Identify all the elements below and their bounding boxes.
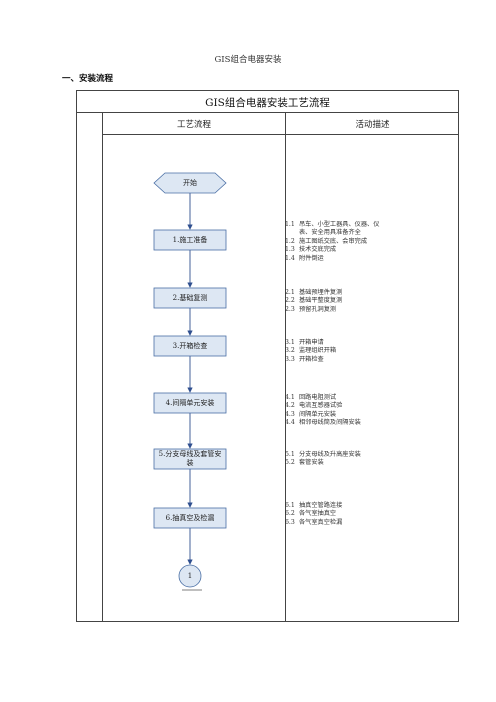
activity-item-number: 2.3 — [285, 305, 295, 313]
process-step-label: 3.开箱检查 — [172, 341, 208, 350]
activity-item: 1.2 施工图纸交底、会审完成 — [285, 238, 379, 246]
activity-item: 1.1 吊车、小型工器具、仪器、仪 — [285, 221, 379, 229]
process-step-box — [153, 335, 227, 357]
process-step-label: 2.基础复测 — [172, 293, 208, 302]
process-table: GIS组合电器安装工艺流程 工艺流程 活动描述 — [76, 90, 459, 622]
start-label: 开始 — [183, 178, 197, 187]
header-divider — [103, 134, 458, 135]
activity-item: 6.1 抽真空管路连接 — [285, 502, 342, 510]
document-title: GIS组合电器安装 — [214, 55, 282, 65]
activity-item-text: 技术交底完成 — [299, 246, 337, 254]
activity-item-text: 各气室抽真空 — [299, 510, 337, 518]
activity-item-text: 基础平整度复测 — [299, 297, 343, 305]
activity-item-text: 基础预埋件复测 — [299, 289, 343, 296]
activity-item: 2.1 基础预埋件复测 — [285, 289, 342, 297]
activity-group: 2.1 基础预埋件复测 2.2 基础平整度复测 2.3 预留孔洞复测 — [285, 289, 342, 314]
activity-item: 6.2 各气室抽真空 — [285, 510, 342, 518]
process-step-label: 6.抽真空及检漏 — [165, 513, 215, 522]
activity-item-text: 套管安装 — [299, 459, 324, 467]
activity-item-text: 回路电阻测试 — [299, 394, 337, 401]
activity-item: 1.4 附件倒运 — [285, 255, 379, 263]
activity-item-number: 1.2 — [285, 237, 295, 245]
activity-item: 5.1 分支母线及升高座安装 — [285, 451, 361, 459]
activity-item: 4.3 间隔单元安装 — [285, 411, 361, 419]
left-strip-column — [77, 113, 103, 621]
activity-item: 4.4 相邻母线筒及间隔安装 — [285, 419, 361, 427]
activity-item-number: 3.3 — [285, 355, 295, 363]
activity-item-text: 电流互感器试验 — [299, 402, 343, 410]
activity-item: 5.2 套管安装 — [285, 459, 361, 467]
activity-item-number: 4.2 — [285, 402, 295, 410]
offpage-connector-shape — [178, 564, 202, 588]
process-step-label: 5.分支母线及套管安装 — [158, 450, 222, 467]
activity-item-text: 附件倒运 — [299, 254, 324, 262]
activity-item-number: 6.1 — [285, 502, 295, 509]
process-step-box — [153, 287, 227, 309]
activity-item-number: 5.1 — [285, 451, 295, 458]
activity-item-text: 吊车、小型工器具、仪器、仪 — [299, 221, 380, 228]
process-step-label: 1.施工准备 — [172, 235, 208, 244]
activity-item-number: 1.3 — [285, 246, 295, 254]
process-step-label: 4.间隔单元安装 — [165, 398, 215, 407]
activity-item: 4.2 电流互感器试验 — [285, 402, 361, 410]
table-title-row: GIS组合电器安装工艺流程 — [77, 91, 458, 113]
activity-item-text: 分支母线及升高座安装 — [299, 451, 361, 458]
activity-item-number: 5.2 — [285, 459, 295, 467]
activity-item-number: 6.2 — [285, 510, 295, 518]
process-step-box — [153, 229, 227, 251]
activity-item: 3.1 开箱申请 — [285, 339, 336, 347]
activity-item-number: 2.1 — [285, 289, 295, 296]
activity-group: 1.1 吊车、小型工器具、仪器、仪表、安全用具准备齐全 1.2 施工图纸交底、会审完成… — [285, 221, 379, 263]
start-terminator-shape — [153, 172, 227, 194]
activity-item-number: 4.1 — [285, 394, 295, 401]
activity-item: 1.3 技术交底完成 — [285, 246, 379, 254]
flow-column-header: 工艺流程 — [176, 120, 211, 130]
activity-item: 2.2 基础平整度复测 — [285, 297, 342, 305]
activity-item-number: 1.1 — [285, 221, 295, 228]
activity-item: 表、安全用具准备齐全 — [285, 229, 379, 237]
activity-item: 4.1 回路电阻测试 — [285, 394, 361, 402]
activity-item: 3.3 开箱检查 — [285, 356, 336, 364]
activity-item-text: 预留孔洞复测 — [299, 305, 337, 313]
process-step-box — [153, 392, 227, 414]
activity-item-number: 3.1 — [285, 339, 295, 346]
table-title: GIS组合电器安装工艺流程 — [205, 97, 330, 109]
process-step-box — [153, 448, 227, 470]
activity-item: 3.2 监理组织开箱 — [285, 347, 336, 355]
activity-item-number: 4.4 — [285, 419, 295, 427]
activity-item: 2.3 预留孔洞复测 — [285, 306, 342, 314]
activity-group: 3.1 开箱申请 3.2 监理组织开箱 3.3 开箱检查 — [285, 339, 336, 364]
activity-item-text: 间隔单元安装 — [299, 410, 337, 418]
activity-item-text: 开箱检查 — [299, 355, 324, 363]
process-step-box — [153, 507, 227, 529]
activity-item-number: 3.2 — [285, 347, 295, 355]
activity-group: 6.1 抽真空管路连接 6.2 各气室抽真空 6.3 各气室真空检漏 — [285, 502, 342, 527]
activity-item-text: 开箱申请 — [299, 339, 324, 346]
section-heading: 一、安装流程 — [62, 74, 114, 84]
activity-group: 5.1 分支母线及升高座安装 5.2 套管安装 — [285, 451, 361, 468]
activity-item: 6.3 各气室真空检漏 — [285, 519, 342, 527]
activity-item-text: 表、安全用具准备齐全 — [299, 229, 361, 237]
column-divider — [285, 113, 286, 621]
activity-item-number: 1.4 — [285, 254, 295, 262]
offpage-connector-label: 1 — [187, 571, 193, 580]
activity-item-text: 相邻母线筒及间隔安装 — [299, 419, 361, 427]
activity-item-text: 各气室真空检漏 — [299, 518, 343, 526]
activity-item-number: 6.3 — [285, 518, 295, 526]
activity-group: 4.1 回路电阻测试 4.2 电流互感器试验 4.3 间隔单元安装 4.4 相邻母线筒及间隔安… — [285, 394, 361, 428]
activity-item-number: 2.2 — [285, 297, 295, 305]
activity-item-text: 监理组织开箱 — [299, 347, 337, 355]
activity-item-text: 施工图纸交底、会审完成 — [299, 237, 368, 245]
activity-item-text: 抽真空管路连接 — [299, 502, 343, 509]
activity-column-header: 活动描述 — [355, 120, 390, 130]
activity-item-number: 4.3 — [285, 410, 295, 418]
